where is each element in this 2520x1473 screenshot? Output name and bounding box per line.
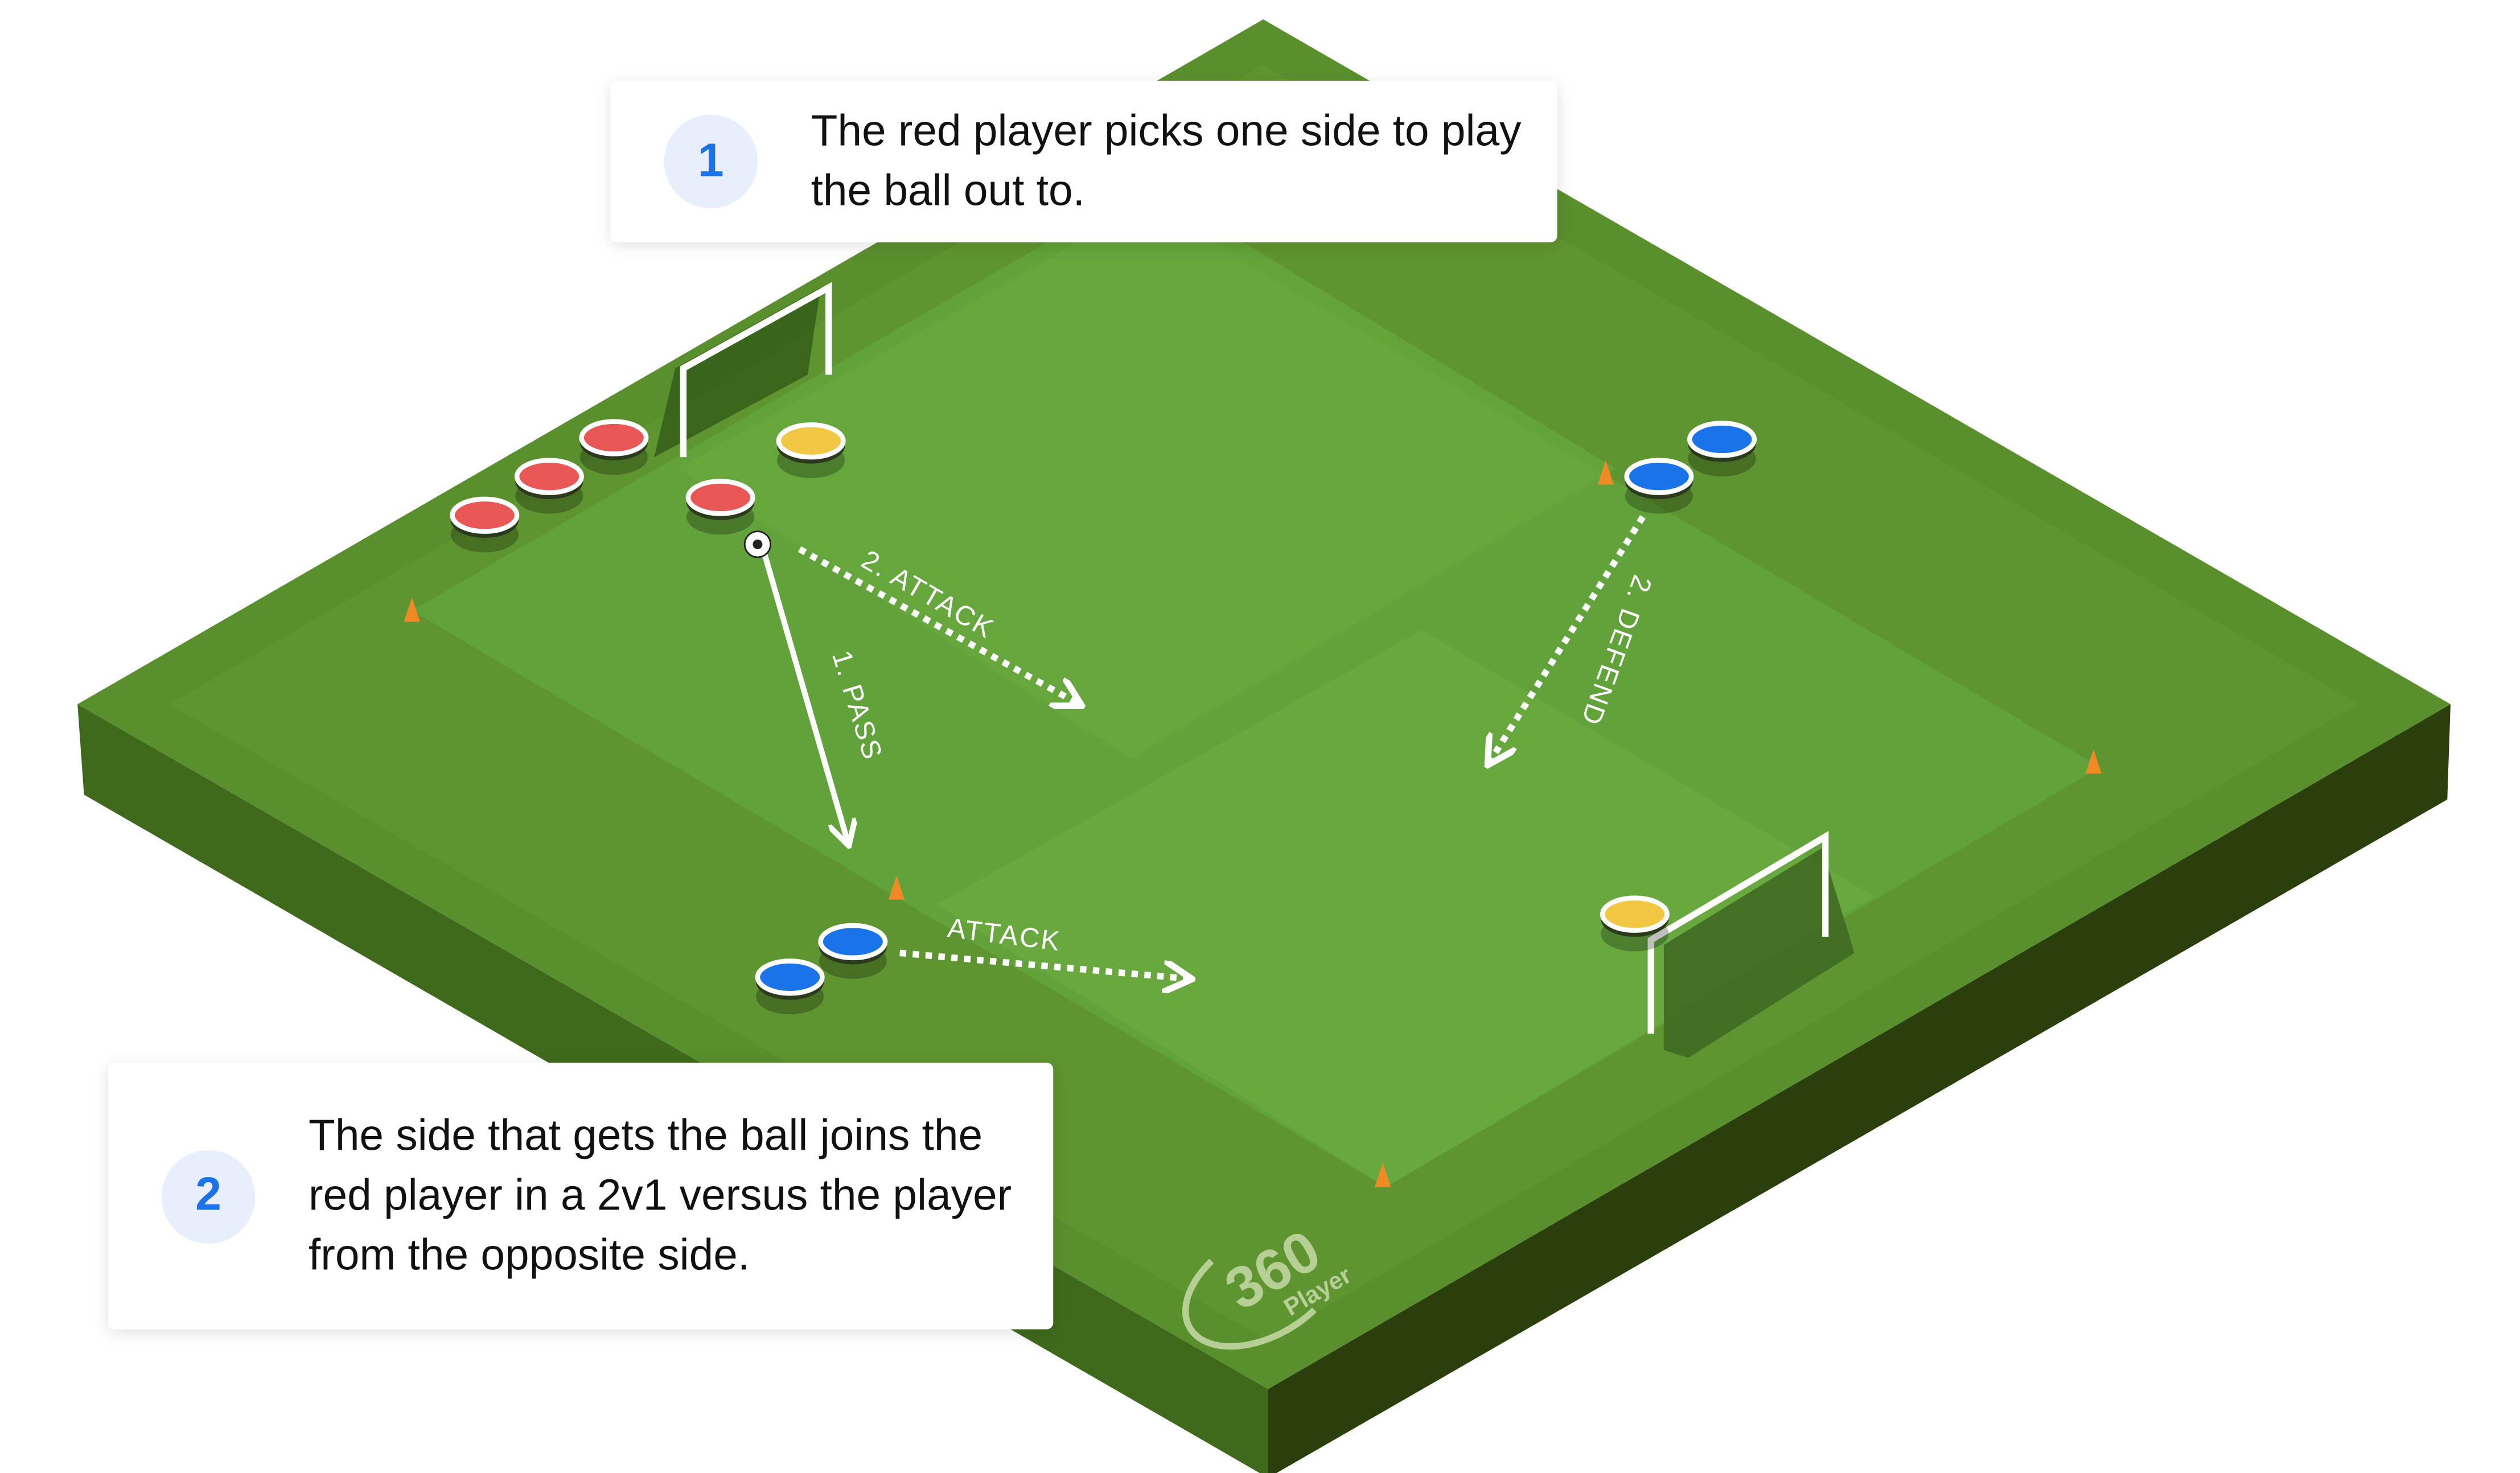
blue-player-marker (818, 923, 888, 979)
step-badge-2: 2 (161, 1149, 256, 1243)
goal-right (1647, 831, 1855, 1058)
cone (404, 597, 420, 622)
pitch-stripe (678, 194, 1615, 759)
ball-icon (743, 530, 772, 558)
blue-player-marker (755, 958, 825, 1015)
red-player-marker (579, 419, 649, 475)
callout-text-2: The side that gets the ball joins the re… (309, 1111, 1012, 1279)
callout-step-2: 2 The side that gets the ball joins the … (108, 1063, 1054, 1330)
players (450, 419, 1757, 1015)
cone (888, 875, 905, 900)
yellow-player-marker (776, 422, 846, 478)
red-player-marker (514, 458, 584, 514)
platform-right-side (1268, 704, 2451, 1473)
cone (2085, 749, 2102, 774)
step-badge-1: 1 (664, 114, 758, 209)
cone (1597, 460, 1614, 485)
blue-player-marker (1687, 421, 1757, 477)
red-player-marker (685, 479, 755, 535)
attack-arrow-red (797, 546, 1079, 704)
red-player-marker (450, 496, 520, 553)
pitch-stripe (936, 629, 1874, 1187)
callout-text-1: The red player picks one side to play th… (811, 106, 1522, 215)
goal-left (654, 282, 832, 458)
pass-arrow (761, 552, 848, 844)
cones (404, 460, 2102, 1187)
blue-player-marker (1624, 458, 1694, 514)
defend-arrow (1489, 515, 1646, 762)
yellow-player-marker (1600, 895, 1670, 952)
attack-arrow-blue (899, 949, 1189, 978)
cone (1374, 1163, 1391, 1187)
callout-step-1: 1 The red player picks one side to play … (610, 80, 1557, 242)
